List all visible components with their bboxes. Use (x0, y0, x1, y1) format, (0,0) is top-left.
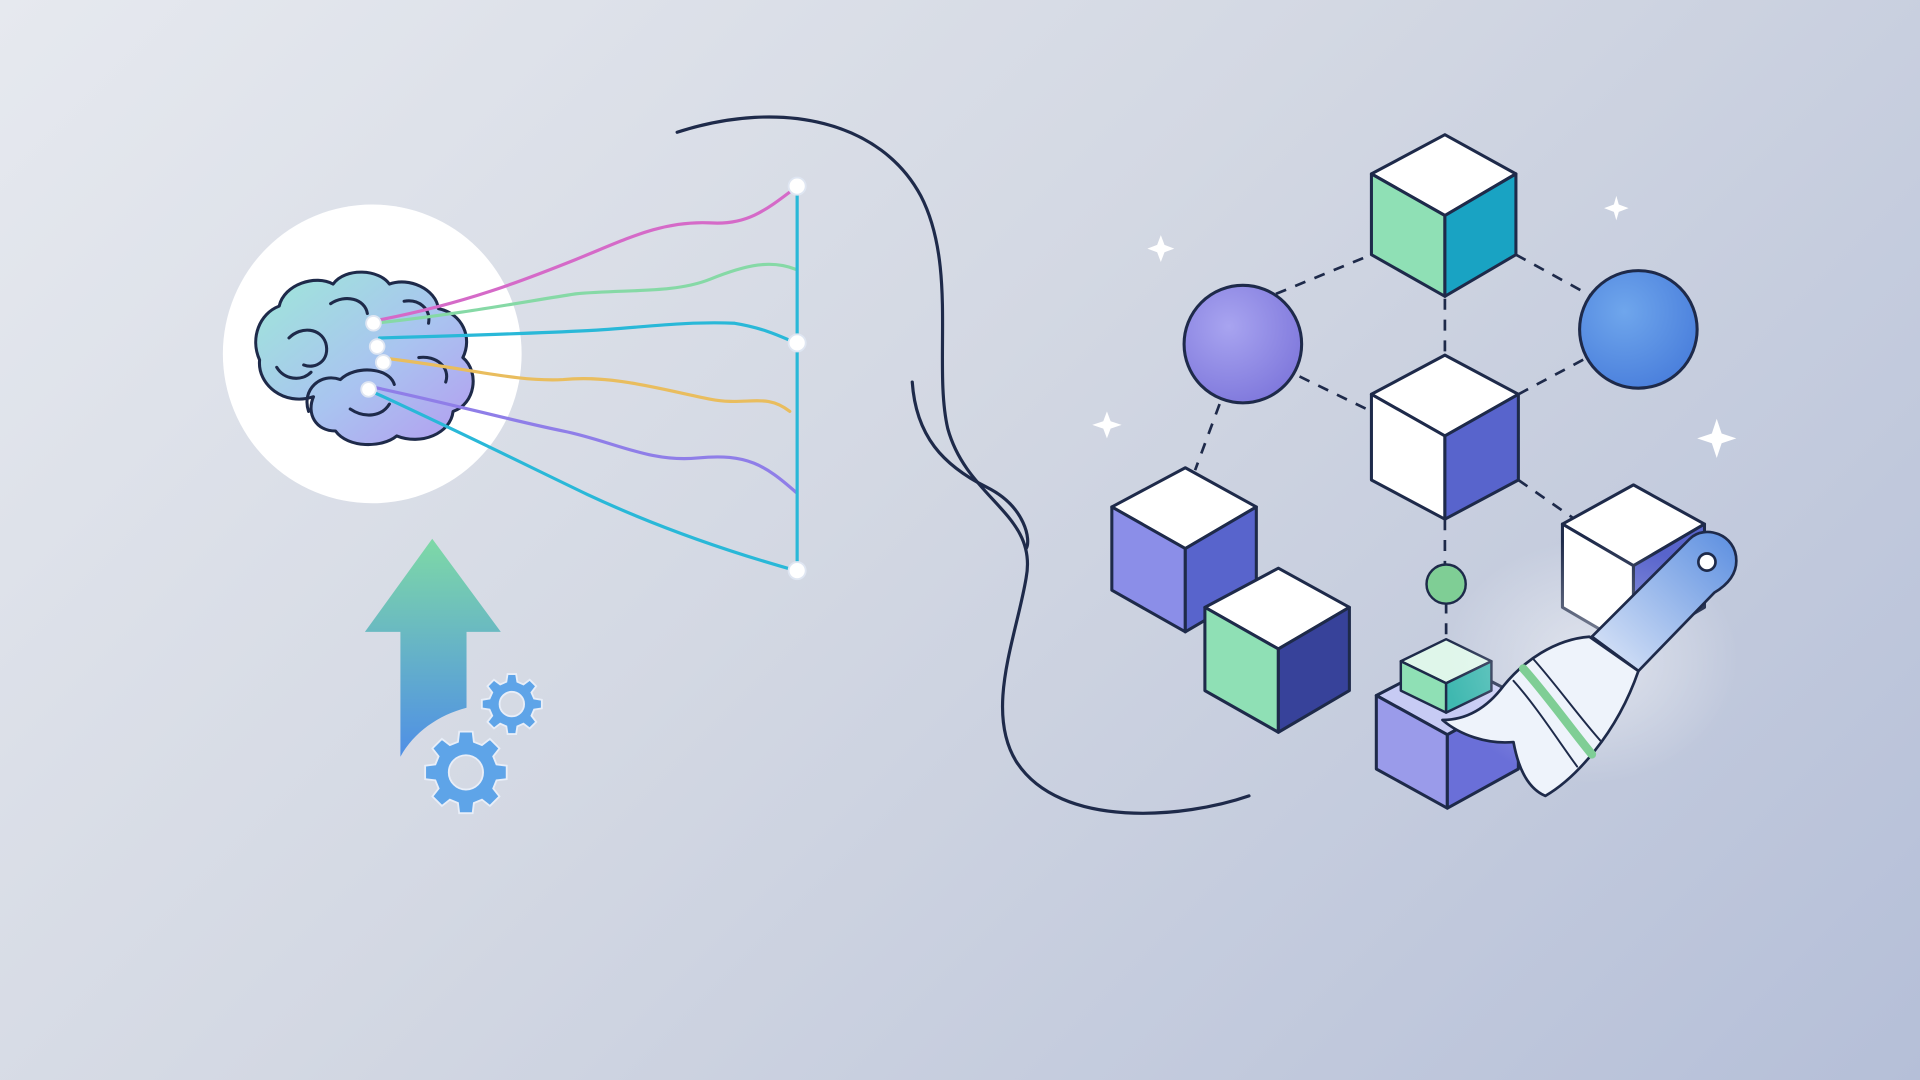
sparkle-icon (1697, 418, 1737, 458)
signal-nodes (360, 176, 807, 581)
cube-icon (1110, 466, 1258, 634)
flow-curve (675, 115, 1251, 815)
paintbrush-icon (1441, 530, 1738, 798)
rising-arrow-icon (364, 538, 501, 757)
cube-icon (1369, 353, 1520, 521)
network-edges (1193, 253, 1593, 640)
sphere-icon (1578, 269, 1699, 390)
signal-lines-icon (365, 184, 799, 573)
brain-icon (254, 270, 475, 447)
sparkle-icon (1604, 195, 1629, 221)
gear-icon (480, 673, 543, 735)
sparkle-icon (1147, 235, 1175, 263)
sphere-icon (1425, 563, 1467, 605)
gear-icon (424, 730, 508, 815)
sphere-icon (1182, 283, 1304, 405)
cube-icon (1369, 133, 1518, 298)
sparkle-icon (1092, 411, 1122, 439)
cube-icon (1203, 566, 1351, 734)
